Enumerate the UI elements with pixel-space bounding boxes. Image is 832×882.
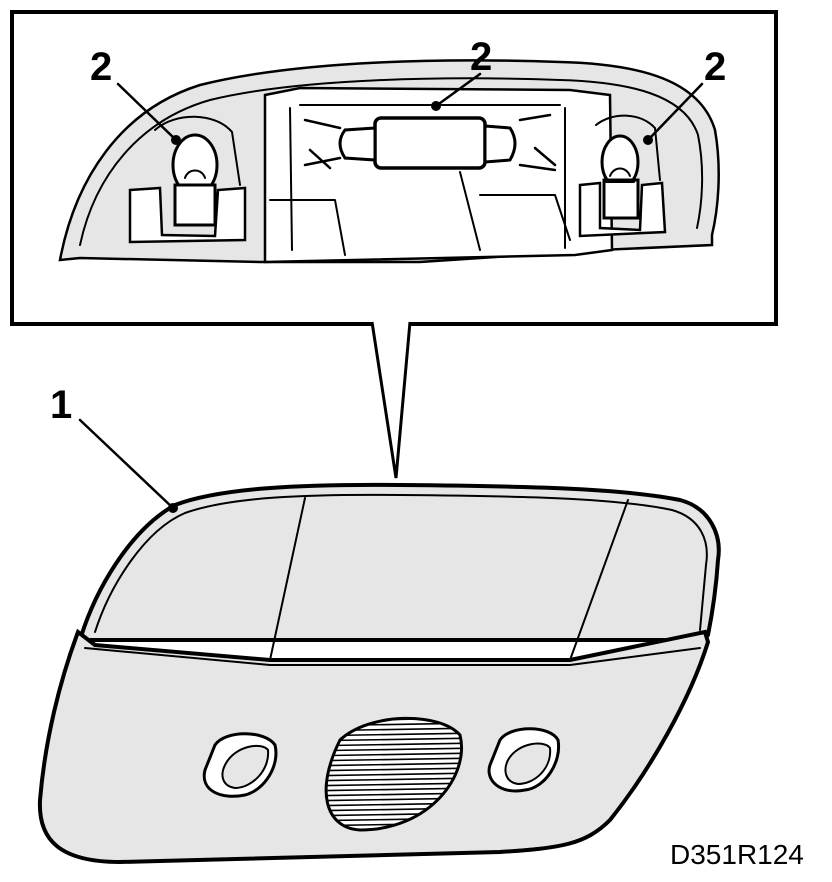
festoon-bulb-glass [373,116,487,170]
lamp-lens-inner-rim [94,493,708,633]
right-switch [487,727,561,793]
lamp-lens-facets [269,497,629,661]
grille-slat [326,767,462,772]
callout-2-left-label: 2 [90,45,112,89]
grille-slat [326,762,462,767]
left-bulb-recess [154,115,241,186]
callout-2-center-dot [431,101,441,111]
callout-2-right: 2 [643,45,726,145]
festoon-bulb-cap-right [483,124,517,164]
callout-1: 1 [50,383,178,513]
callout-2-center-leader [434,72,482,108]
right-switch-rocker [504,742,552,786]
inset-center-holder [263,86,614,264]
detail-inset: 2 2 2 [10,10,778,326]
callout-2-center-label: 2 [470,35,492,79]
grille-slat [326,782,462,787]
inset-center-holder-walls [289,104,566,251]
left-bulb-filament [181,169,209,186]
callout-1-dot [168,503,178,513]
right-bulb-socket [578,181,667,238]
callout-1-leader [78,418,175,510]
festoon-bulb-cap-left [338,126,377,162]
callout-2-right-leader [646,82,704,142]
left-switch-rocker [221,744,270,790]
festoon-contact-left [303,118,342,170]
festoon-bulb [303,113,557,172]
callout-1-label: 1 [50,383,72,427]
left-wedge-bulb [128,115,247,244]
grille-slat [326,772,462,777]
lamp-assembly: 1 [37,383,721,865]
callout-2-center: 2 [431,35,492,111]
right-bulb-recess [595,114,661,181]
callout-2-right-label: 2 [704,45,726,89]
lamp-lens-outline [77,482,721,642]
left-bulb-base [173,183,217,227]
festoon-contact-right [518,113,557,172]
grille-slat [326,777,462,782]
callout-2-right-dot [643,135,653,145]
inset-pointer [370,321,412,479]
callout-2-left-leader [116,82,178,142]
lamp-trim-edge [84,647,701,666]
right-wedge-bulb [578,114,667,238]
inset-housing-inner-rim [79,77,704,246]
left-switch [202,732,278,798]
callout-2-left-dot [171,135,181,145]
left-bulb-socket [128,186,247,244]
callout-2-left: 2 [90,45,181,145]
right-bulb-filament [605,167,635,183]
right-bulb-base [602,178,640,220]
reference-code: D351R124 [670,839,804,870]
